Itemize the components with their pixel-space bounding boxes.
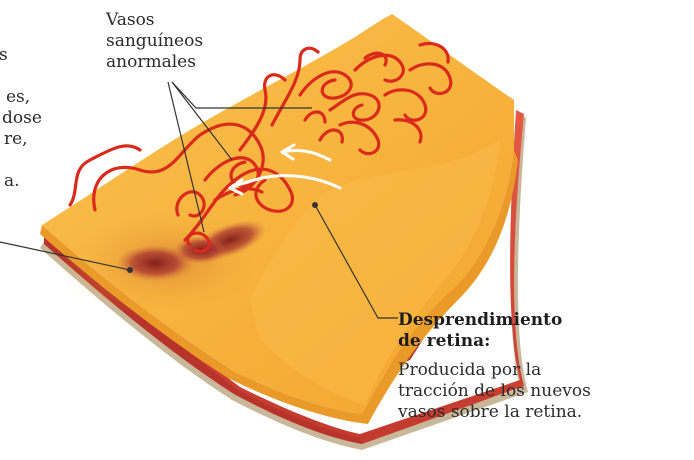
detachment-title: Desprendimiento de retina:	[398, 310, 562, 352]
detachment-title-line-2: de retina:	[398, 331, 562, 352]
vessels-label-line-3: anormales	[106, 52, 203, 73]
detachment-desc-line-1: Producida por la	[398, 360, 591, 381]
left-fragment-1: s	[0, 45, 42, 66]
left-fragment-3: es,	[6, 87, 42, 108]
left-fragment-4: dose	[2, 108, 42, 129]
cropped-left-text: s es, dose re, a.	[0, 45, 42, 192]
vessels-label: Vasos sanguíneos anormales	[106, 10, 203, 73]
left-fragment-5: re,	[4, 129, 42, 150]
left-fragment-7: a.	[4, 171, 42, 192]
detachment-desc-line-2: tracción de los nuevos	[398, 381, 591, 402]
vessels-label-line-1: Vasos	[106, 10, 203, 31]
detachment-title-line-1: Desprendimiento	[398, 310, 562, 331]
detachment-description: Producida por la tracción de los nuevos …	[398, 360, 591, 423]
detachment-desc-line-3: vasos sobre la retina.	[398, 402, 591, 423]
vessels-label-line-2: sanguíneos	[106, 31, 203, 52]
